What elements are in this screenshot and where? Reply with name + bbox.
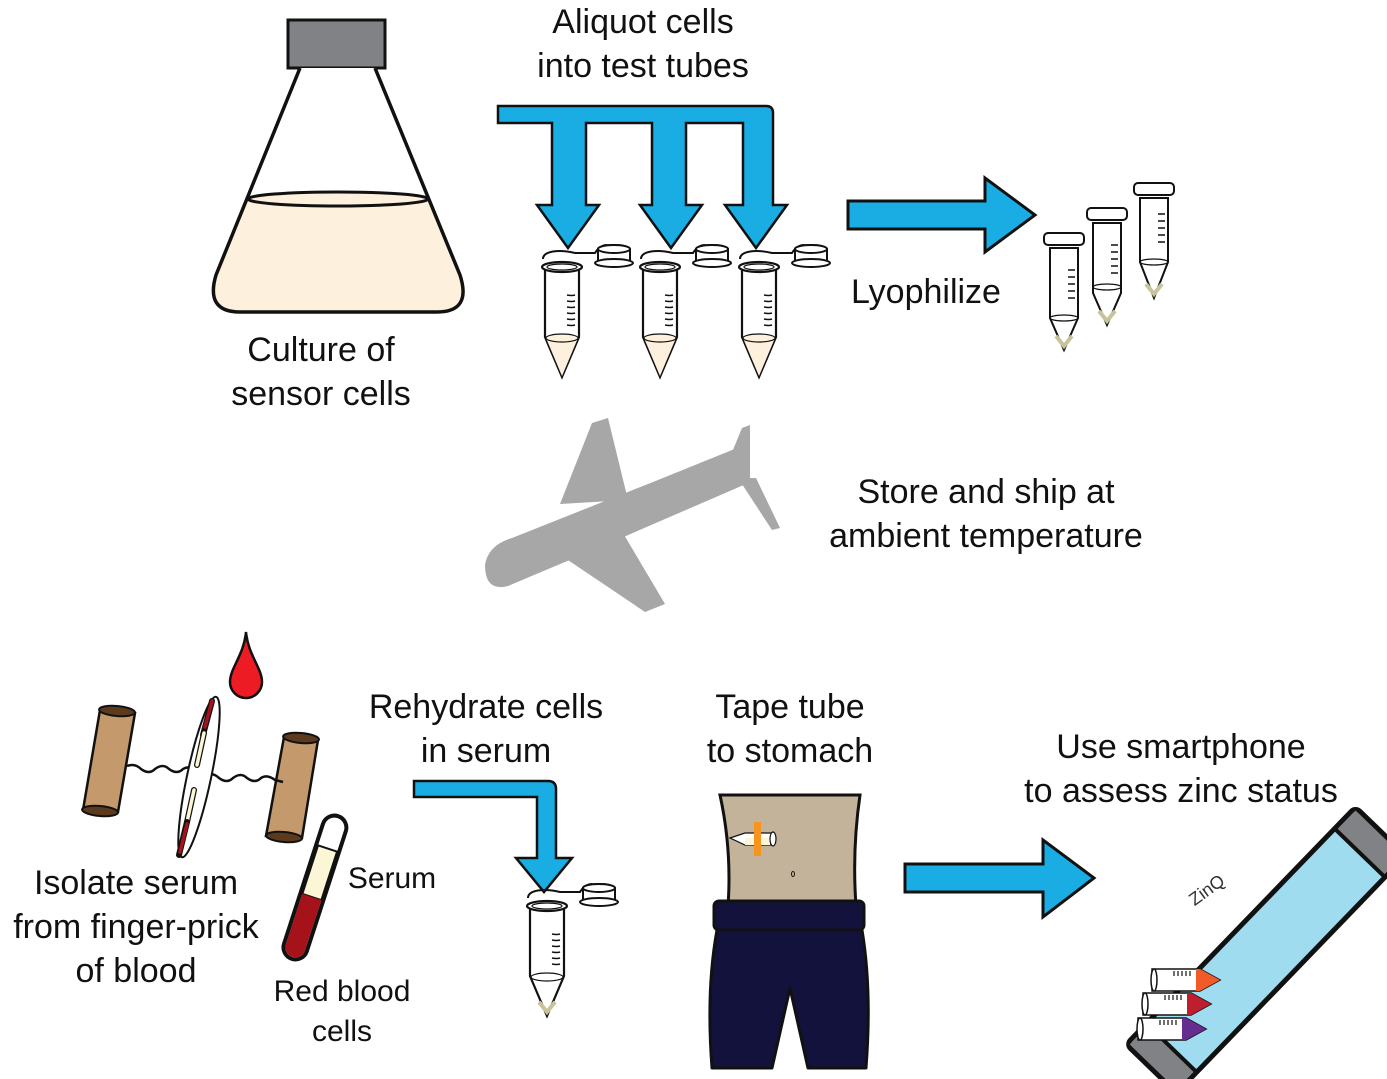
- cardboard-handle-right: [264, 731, 320, 844]
- tube-row: [540, 243, 831, 379]
- tape-label: Tape tube to stomach: [690, 685, 890, 773]
- lyophilized-tubes: [1043, 182, 1175, 353]
- isolate-label-line: Isolate serum: [33, 864, 239, 902]
- isolate-label: Isolate serum from finger-prick of blood: [0, 861, 272, 993]
- smartphone-arrow-icon: [903, 837, 1097, 921]
- aliquot-label: Aliquot cells into test tubes: [500, 0, 786, 88]
- closed-tube-icon: [1086, 207, 1128, 328]
- phone-brand-label: ZinQ: [1185, 870, 1228, 909]
- result-tube-orange: [1150, 968, 1222, 992]
- result-tube-red: [1141, 992, 1213, 1016]
- lyophilize-label-line: Lyophilize: [851, 273, 1001, 311]
- smartphone-label-line: to assess zinc status: [1024, 772, 1338, 810]
- isolate-label-line: of blood: [75, 952, 197, 990]
- ship-label-line: Store and ship at: [857, 473, 1115, 511]
- rbc-label-line: Red blood: [273, 975, 411, 1008]
- tape-label-line: Tape tube: [715, 688, 865, 726]
- microcentrifuge-tube-icon: [638, 243, 732, 379]
- rehydrate-label-line: Rehydrate cells: [368, 688, 604, 726]
- cardboard-handle-left: [81, 704, 137, 818]
- rehydrate-label-line: in serum: [420, 732, 552, 770]
- paper-centrifuge-icon: [81, 695, 320, 859]
- aliquot-arrow-icon: [496, 104, 790, 251]
- smartphone-label: Use smartphone to assess zinc status: [1000, 725, 1362, 813]
- torso-icon: [708, 793, 870, 1070]
- microcentrifuge-tube-icon: [737, 243, 831, 379]
- result-tube-purple: [1136, 1017, 1208, 1041]
- closed-tube-icon: [1043, 232, 1085, 353]
- tape-label-line: to stomach: [706, 732, 874, 770]
- lyophilize-label: Lyophilize: [840, 270, 1012, 314]
- culture-label: Culture of sensor cells: [190, 328, 452, 416]
- microcentrifuge-tube-icon: [525, 882, 619, 1018]
- smartphone-label-line: Use smartphone: [1056, 728, 1306, 766]
- closed-tube-icon: [1133, 182, 1175, 301]
- ship-label: Store and ship at ambient temperature: [800, 470, 1172, 558]
- aliquot-label-line: Aliquot cells: [552, 3, 734, 41]
- ship-label-line: ambient temperature: [829, 517, 1143, 555]
- capillary-tube-icon: [281, 813, 349, 962]
- colored-result-tubes: [1136, 968, 1222, 1041]
- serum-label: Serum: [340, 859, 444, 899]
- rbc-label-line: cells: [311, 1015, 372, 1048]
- rbc-label: Red blood cells: [262, 972, 422, 1052]
- blood-drop-icon: [228, 631, 264, 700]
- smartphone-icon: [1126, 806, 1387, 1079]
- airplane-icon: [485, 418, 780, 612]
- lyophilize-arrow-icon: [846, 175, 1038, 255]
- culture-label-line: Culture of: [247, 331, 395, 369]
- microcentrifuge-tube-icon: [540, 243, 634, 379]
- rehydrate-label: Rehydrate cells in serum: [350, 685, 622, 773]
- isolate-label-line: from finger-prick: [13, 908, 259, 946]
- taped-tube-icon: [728, 822, 777, 856]
- rehydrate-arrow-icon: [412, 779, 575, 894]
- culture-label-line: sensor cells: [231, 375, 411, 413]
- serum-label-line: Serum: [347, 862, 437, 895]
- erlenmeyer-flask-icon: [211, 18, 465, 314]
- aliquot-label-line: into test tubes: [537, 47, 749, 85]
